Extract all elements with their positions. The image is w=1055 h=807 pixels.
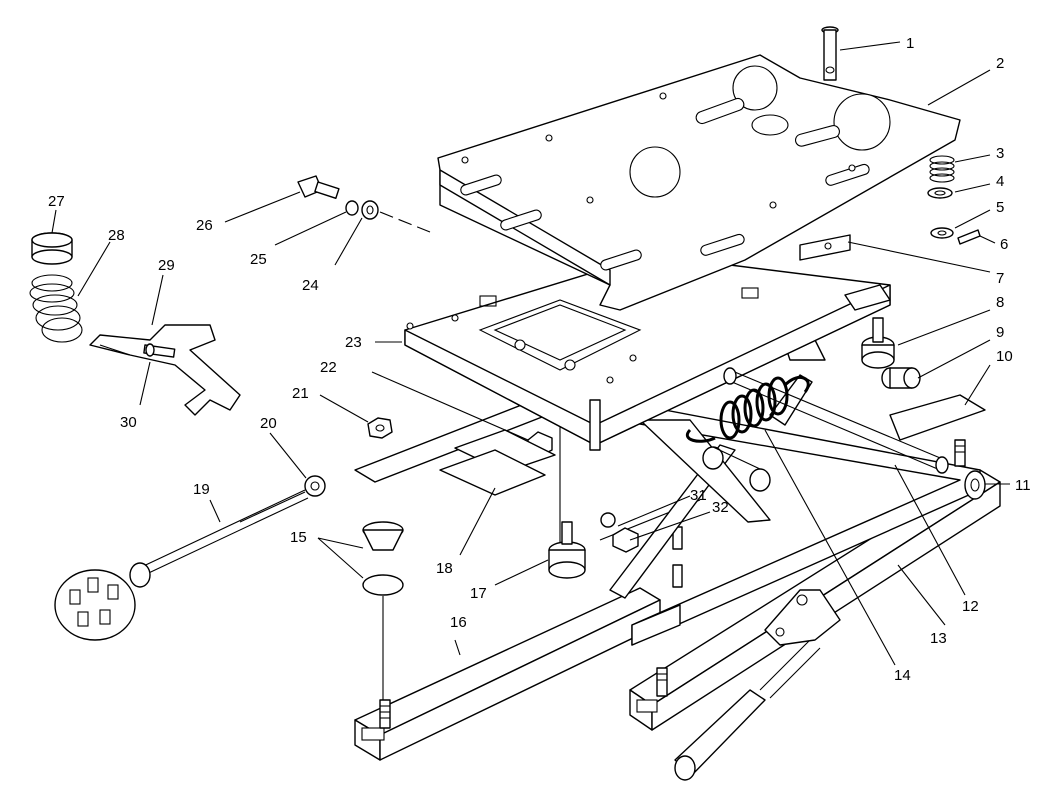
flange-bearing [964,470,986,500]
compression-spring [29,274,83,343]
latch-lever [764,589,841,646]
lock-washer [345,200,359,216]
callout-28: 28 [108,227,125,244]
callout-27: 27 [48,193,65,210]
flat-washer [361,200,379,220]
callout-18: 18 [436,560,453,577]
roll-pin [957,229,981,245]
callout-14: 14 [894,667,911,684]
callout-19: 19 [193,481,210,498]
callout-4: 4 [996,173,1004,190]
flat-washer-upper [927,187,953,199]
callout-31: 31 [690,487,707,504]
adjustment-knob [54,562,151,641]
damper-mount [548,521,586,579]
seat-switch-bracket [799,234,891,311]
roller-shaft [702,446,771,492]
callout-32: 32 [712,499,729,516]
callout-15: 15 [290,529,307,546]
knob-cap [31,232,73,265]
callout-30: 30 [120,414,137,431]
rubber-bumper-lower [362,574,404,596]
lock-nut [612,527,639,553]
callout-21: 21 [292,385,309,402]
pivot-pin [821,26,839,81]
rail-stud-front-left [379,699,391,729]
callout-8: 8 [996,294,1004,311]
latch-bracket [89,324,241,416]
callout-5: 5 [996,199,1004,216]
nut-small [600,512,616,528]
flange-nut [367,417,393,439]
callout-13: 13 [930,630,947,647]
callout-24: 24 [302,277,319,294]
lower-seat-pan [404,254,891,451]
callout-11: 11 [1015,477,1031,494]
callout-2: 2 [996,55,1004,72]
flat-washer-right [930,227,954,239]
left-slide-rail [354,587,661,761]
callout-1: 1 [906,35,914,52]
callout-26: 26 [196,217,213,234]
callout-20: 20 [260,415,277,432]
callout-12: 12 [962,598,979,615]
cap-screw [143,343,176,358]
callout-7: 7 [996,270,1004,287]
rail-stud-mid-b [672,564,683,588]
leader-lines [51,41,1010,666]
callout-6: 6 [1000,236,1008,253]
callout-3: 3 [996,145,1004,162]
seat-mounting-plate [437,54,961,311]
compression-spring-small [929,155,955,183]
cross-shaft-bracket [889,394,986,441]
callout-labels: 1 2 3 4 5 6 7 8 9 10 11 12 13 14 15 16 1… [48,35,1031,684]
callout-29: 29 [158,257,175,274]
callout-17: 17 [470,585,487,602]
height-adjust-rod [134,489,309,579]
spacer-bushing [881,367,921,389]
slide-pad [439,429,556,496]
rubber-bumper-upper [362,521,404,551]
release-handle [674,639,821,781]
washer-rod [304,475,326,497]
callout-25: 25 [250,251,267,268]
callout-22: 22 [320,359,337,376]
rail-stud-front-right [656,667,668,697]
callout-10: 10 [996,348,1013,365]
scissor-arm-left [609,374,813,599]
extension-spring [686,375,810,443]
callout-9: 9 [996,324,1004,341]
rail-stud-rear [954,439,966,467]
callout-16: 16 [450,614,467,631]
callout-23: 23 [345,334,362,351]
flange-bolt [297,175,340,200]
rubber-isolator [861,317,895,369]
